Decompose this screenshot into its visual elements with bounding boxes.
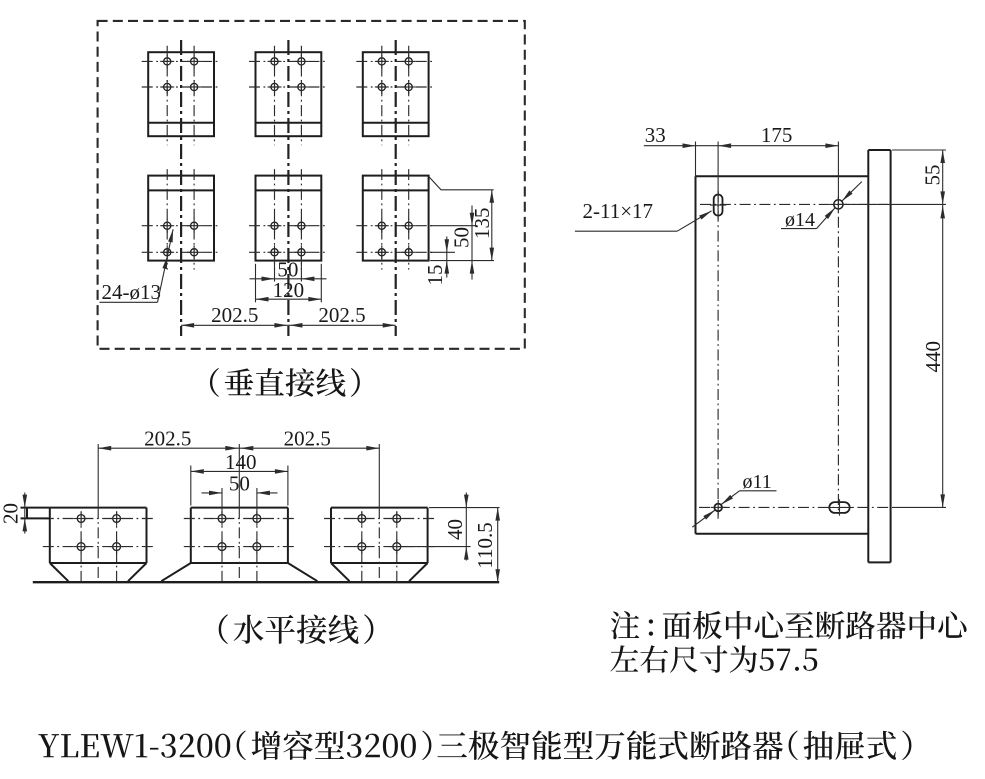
dimension-pole-pitch-vertical: 202.5 202.5 [181,303,396,328]
dimension-pad-height-group: 135 50 15 [423,176,494,286]
callout-pad-holes: 24-ø13 [99,229,174,304]
dim-total-height: 110.5 [473,522,497,568]
dim-top-offset: 55 [921,165,945,186]
dimension-pad-hole-pitch: 50 [249,256,327,282]
dim-hole-to-edge: 50 [449,227,473,248]
label-hole-d14: ø14 [785,209,815,231]
dim-edge-to-slot: 33 [645,123,666,147]
callout-hole-d11: ø11 [691,471,777,528]
dimension-bracket-width: 140 [190,450,289,506]
dim-hole-to-top: 40 [443,519,467,540]
label-pad-holes: 24-ø13 [102,280,162,304]
caption-horizontal-wiring [218,614,374,645]
dim-bracket-width: 140 [225,450,257,474]
dim-pole-pitch-left-h: 202.5 [144,427,191,451]
dimension-busbar-thickness: 20 [0,492,28,534]
dim-pad-height: 135 [470,207,494,239]
dim-edge-offset: 15 [423,265,447,286]
dim-slot-to-hole: 175 [761,123,793,147]
dim-pad-hole-pitch: 50 [277,257,298,281]
bracket-2 [160,444,318,583]
terminal-pad-top-3 [356,45,436,146]
dim-busbar-thickness: 20 [0,503,23,524]
dimension-bracket-heights: 40 110.5 [400,492,500,583]
dimension-pole-pitch-horizontal: 202.5 202.5 [98,427,380,451]
terminal-pad-bottom-2 [249,169,328,270]
bracket-1 [42,444,154,582]
dim-bracket-hole-pitch: 50 [229,471,250,495]
note-line-2 [610,645,818,673]
dimension-panel-vertical: 55 440 [845,149,946,508]
dim-pole-pitch-left-v: 202.5 [211,303,258,327]
label-slots: 2-11×17 [583,199,654,223]
terminal-pad-top-1 [141,45,221,146]
dim-pole-pitch-right-v: 202.5 [318,303,365,327]
callout-hole-d14: ø14 [781,181,863,231]
drawing-title [38,730,912,761]
panel-outline [694,149,892,564]
view-vertical-wiring: 50 120 202.5 202.5 135 50 15 24-ø13 [96,19,526,350]
view-horizontal-wiring: 202.5 202.5 140 50 20 40 110.5 [0,427,500,584]
callout-slots: 2-11×17 [574,199,712,232]
breaker-outline-dashed [96,19,526,350]
dimension-panel-horizontal: 33 175 [643,123,839,177]
dim-pole-pitch-right-h: 202.5 [284,427,331,451]
dimension-pad-width: 120 [254,263,322,303]
view-panel-cutout: 33 175 55 440 2-11×17 ø14 ø11 [574,123,946,564]
label-hole-d11: ø11 [743,471,772,493]
dimension-bracket-hole-pitch: 50 [201,471,278,516]
bracket-3 [324,444,435,582]
caption-vertical-wiring [209,368,360,397]
dim-vertical-pitch: 440 [921,341,945,373]
busbar-tab [20,506,50,520]
dim-pad-width: 120 [273,278,305,302]
note-line-1 [610,610,967,640]
